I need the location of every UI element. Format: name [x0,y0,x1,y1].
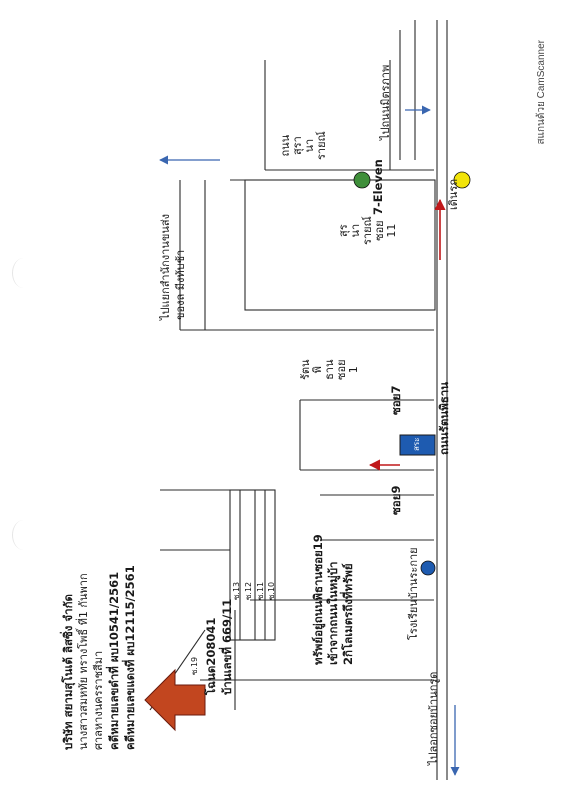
company-name: บริษัท สยามสุโนเต้ ลิสซิ่ง จำกัด [61,593,75,750]
case-black-number: คดีหมายเลขแดงที่ ผบ12115/2561 [123,565,137,750]
directions-line2: เข้าจากถนนในหมู่บ้า [326,561,340,666]
big-arrow-icon [144,668,206,732]
soi-11-label: ซ.11 [256,581,265,600]
soi-19-label: ซ.19 [190,656,199,675]
directions-line3: 2กิโลเมตรถึงที่ทรัพย์ [341,563,355,665]
binder-hole [12,520,35,550]
case-red-number: คดีหมายเลขดำที่ ผบ10541/2561 [107,571,121,750]
suranarai-road-label: ถนน สุรา นา รายณ์ [279,131,328,160]
seven-eleven-label: 7-Eleven [371,159,385,215]
property-house-number: บ้านเลขที่ 669/11 [220,598,234,695]
road-lines [149,20,448,780]
rat-soi1-label: รัตน พิ ธาน ซอย 1 [299,359,360,380]
school-marker [420,560,436,576]
company-line3: ศาลหางนครราชสีมา [92,650,105,750]
to-bangkok-label: ไปลอกซอยบ้านกรูด [427,671,440,765]
traffic-light-marker [453,171,471,189]
rat-phithan-road-label: ถนนรัตนพิธาน [437,381,451,455]
soi-7-label: ซอย7 [389,385,403,415]
binder-hole [12,258,35,288]
property-highlight-box [399,434,436,456]
soi-10-label: ซ.10 [267,581,276,600]
highlight-box-label: สระ [412,437,421,451]
soi-9-label: ซอย9 [389,485,403,515]
school-label: โรงเรียนบ้านระกาย [407,547,420,640]
post-sub-label: ของล มีงทับช้า [174,249,187,320]
to-naranaimit-label: ไปถนนมิตรภาพ [379,64,392,140]
seven-eleven-marker [353,171,371,189]
soi-13-label: ซ.13 [232,581,241,600]
soi-12-label: ซ.12 [244,581,253,600]
suranarai-soi-label: สุร นา รายณ์ ซอย 11 [337,216,398,245]
property-deed: โฉนด208041 [204,617,218,695]
traffic-light-label: เดินรถ [447,179,460,210]
directions-line1: ทรัพย์อยู่ถนนพิธานซอย19 [311,534,325,665]
company-line2: นางสาวสมหทัย ทรางโพธิ์ ที่1 กันพาก [77,573,90,750]
to-post-label: ไปแยกสำนักงานขนส่ง [159,214,172,320]
